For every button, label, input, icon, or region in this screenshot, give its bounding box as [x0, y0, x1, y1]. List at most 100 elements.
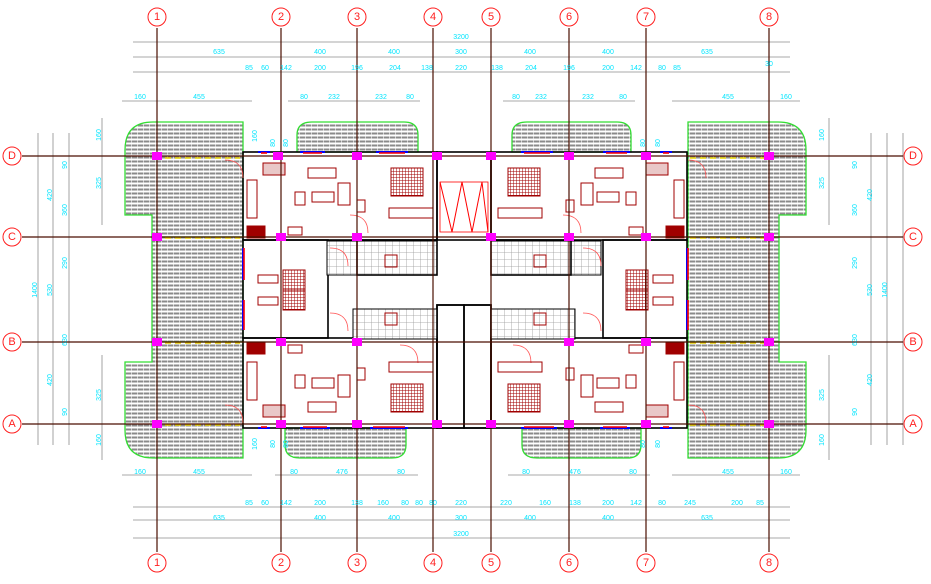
grid-bubble-left-B-label: B: [8, 336, 15, 348]
structural-grid: [22, 28, 903, 552]
dimension-label: 232: [328, 94, 340, 101]
dimension-label: 220: [455, 65, 467, 72]
grid-bubble-bottom-7-circle: [636, 553, 656, 573]
dimension-label: 232: [375, 94, 387, 101]
dimension-label: 325: [819, 177, 826, 189]
dimension-label: 220: [455, 500, 467, 507]
dimension-label: 30: [765, 61, 773, 68]
dimension-label: 60: [261, 500, 269, 507]
sofa-side: [580, 182, 594, 206]
column: [276, 233, 286, 241]
grid-bubble-left-B-circle: [2, 332, 22, 352]
door-swing: [687, 404, 707, 424]
dimension-label: 200: [731, 500, 743, 507]
dimension-label: 80: [406, 94, 414, 101]
balcony-mid-right: [687, 236, 780, 343]
dimension-label: 400: [314, 49, 326, 56]
wardrobe: [388, 361, 434, 373]
column: [352, 420, 362, 428]
dimension-label: 142: [630, 500, 642, 507]
dimension-label: 160: [780, 94, 792, 101]
bathroom-tiles: [326, 240, 358, 276]
door-swing: [224, 159, 244, 179]
grid-bubble-right-C-label: C: [909, 231, 917, 243]
dimension-label: 220: [500, 500, 512, 507]
grid-bubble-top-2-label: 2: [278, 11, 284, 23]
grid-bubble-left-C-label: C: [8, 231, 16, 243]
grid-bubble-top-7-label: 7: [643, 11, 649, 23]
column: [352, 338, 362, 346]
column: [486, 233, 496, 241]
shower-tray: [533, 312, 547, 326]
grid-bubble-top-2-circle: [271, 7, 291, 27]
dimension-label: 80: [640, 440, 647, 448]
balcony-top-inner-right: [511, 121, 632, 153]
column: [641, 338, 651, 346]
grid-bubble-top-5-label: 5: [488, 11, 494, 23]
dimension-label: 325: [96, 389, 103, 401]
column: [352, 152, 362, 160]
grid-bubble-bottom-6-label: 6: [566, 557, 572, 569]
sofa-side: [337, 182, 351, 206]
dimension-label: 80: [415, 500, 423, 507]
dimension-label: 80: [655, 139, 662, 147]
column: [486, 152, 496, 160]
dimension-label: 138: [421, 65, 433, 72]
dimension-label: 455: [722, 94, 734, 101]
single-bed: [282, 269, 306, 291]
dimension-label: 90: [852, 408, 859, 416]
coffee-table: [311, 191, 335, 203]
dimension-label: 196: [351, 65, 363, 72]
dimension-label: 400: [524, 515, 536, 522]
grid-bubble-top-3-circle: [347, 7, 367, 27]
grid-bubble-top-8-circle: [759, 7, 779, 27]
column: [641, 233, 651, 241]
dimension-label: 160: [539, 500, 551, 507]
dimension-label: 160: [96, 434, 103, 446]
grid-bubble-bottom-4-label: 4: [430, 557, 436, 569]
dimension-label: 300: [455, 515, 467, 522]
dimension-label: 160: [134, 94, 146, 101]
balcony-mid-left: [151, 236, 244, 343]
grid-bubble-top-7-circle: [636, 7, 656, 27]
columns: [152, 152, 774, 428]
dimension-label: 530: [867, 284, 874, 296]
stair-flight: [439, 181, 489, 233]
shower-tray: [533, 254, 547, 268]
stair-core: [436, 151, 492, 241]
column: [641, 152, 651, 160]
dimension-label: 630: [62, 334, 69, 346]
dimension-label: 80: [522, 469, 530, 476]
dimension-label: 325: [819, 389, 826, 401]
dimension-label: 80: [270, 139, 277, 147]
double-bed: [507, 167, 541, 197]
coffee-table: [596, 191, 620, 203]
dimension-label: 204: [525, 65, 537, 72]
grid-bubble-right-D-label: D: [909, 150, 917, 162]
furniture: [246, 162, 685, 418]
dimension-label: 138: [569, 500, 581, 507]
dimension-label: 360: [852, 204, 859, 216]
wardrobe: [497, 207, 543, 219]
dimension-label: 80: [401, 500, 409, 507]
grid-bubble-bottom-1-label: 1: [154, 557, 160, 569]
dimension-label: 200: [602, 500, 614, 507]
grid-bubble-bottom-1-circle: [147, 553, 167, 573]
dimension-label: 80: [658, 65, 666, 72]
wardrobe-small: [257, 296, 279, 306]
dimension-label: 360: [62, 204, 69, 216]
dimension-label: 142: [630, 65, 642, 72]
column: [486, 420, 496, 428]
coffee-table: [311, 377, 335, 389]
column: [764, 233, 774, 241]
dimension-label: 80: [300, 94, 308, 101]
dimension-label: 635: [701, 49, 713, 56]
rooms: [165, 151, 765, 429]
sofa: [307, 401, 337, 413]
grid-bubble-bottom-2-label: 2: [278, 557, 284, 569]
dimension-label: 160: [780, 469, 792, 476]
grid-bubble-bottom-8-label: 8: [766, 557, 772, 569]
grid-bubble-right-C-circle: [903, 227, 923, 247]
grid-bubble-left-C-circle: [2, 227, 22, 247]
